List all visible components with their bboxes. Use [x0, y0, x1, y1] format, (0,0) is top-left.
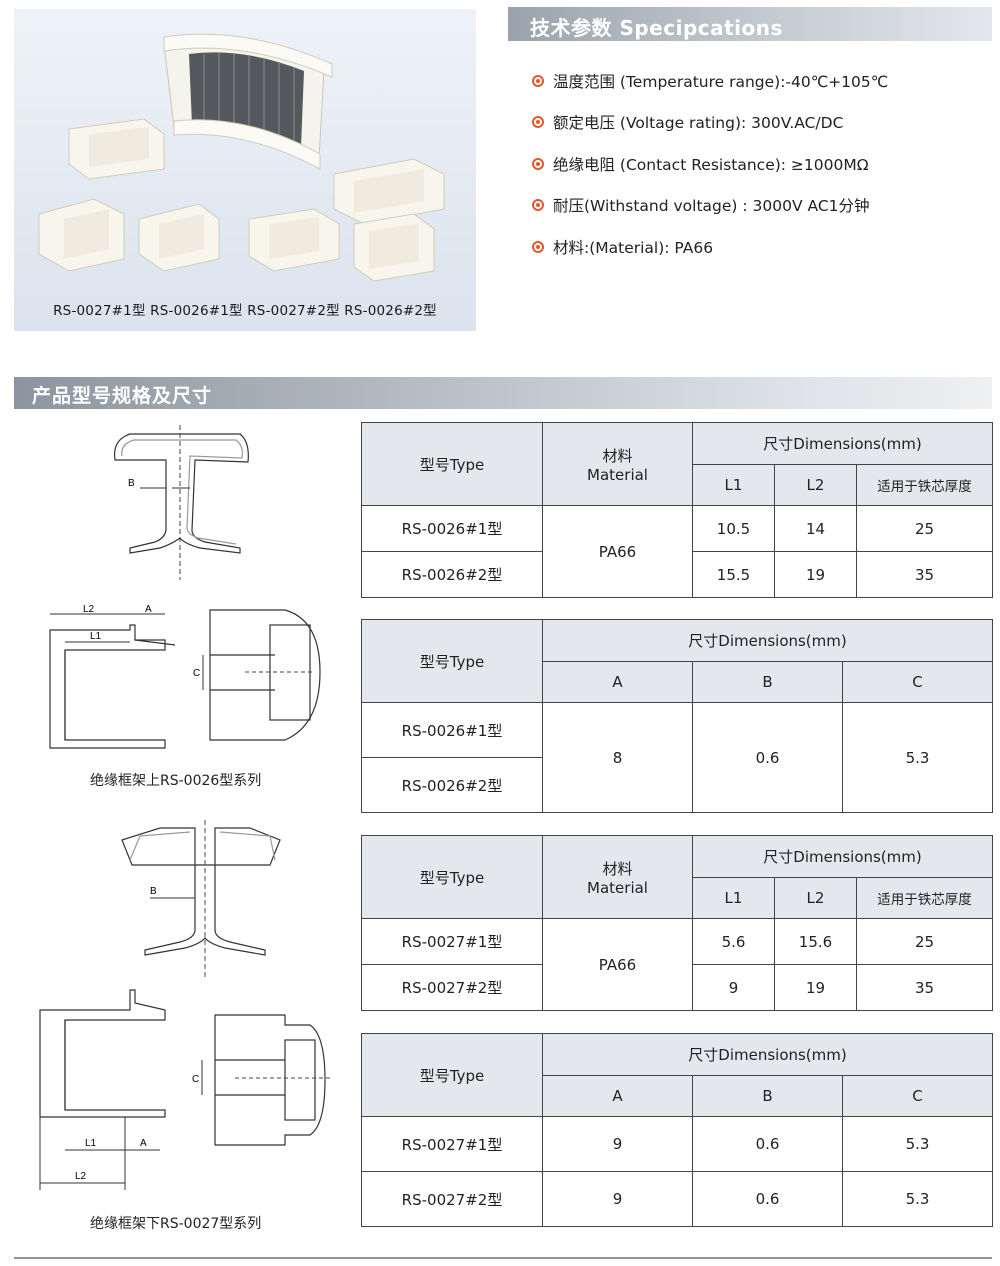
- bobbin-piece: [68, 118, 165, 180]
- table-row: RS-0027#1型 9 0.6 5.3: [361, 1116, 994, 1172]
- header-b: B: [692, 1075, 843, 1117]
- dim-label-b: B: [128, 478, 135, 489]
- bobbin-piece: [38, 198, 125, 272]
- section-header: 产品型号规格及尺寸: [14, 377, 992, 409]
- header-type: 型号Type: [361, 1033, 543, 1117]
- bobbin-piece: [333, 158, 445, 225]
- header-core-thickness: 适用于铁芯厚度: [855, 877, 994, 919]
- header-dimensions: 尺寸Dimensions(mm): [541, 1033, 994, 1076]
- table-0027-dimensions: 型号Type 材料 Material 尺寸Dimensions(mm) L1 L…: [361, 835, 994, 1011]
- bobbin-illustration: [38, 33, 445, 282]
- header-material: 材料 Material: [542, 422, 693, 506]
- header-material: 材料 Material: [542, 835, 693, 919]
- dim-label-l1: L1: [85, 1138, 97, 1149]
- spec-item-temperature: 温度范围 (Temperature range):-40℃+105℃: [532, 60, 992, 102]
- specifications-header: 技术参数 Specipcations: [508, 7, 992, 41]
- dim-label-l2: L2: [75, 1171, 87, 1182]
- section-title: 产品型号规格及尺寸: [32, 385, 213, 407]
- table-0027-abc: 型号Type 尺寸Dimensions(mm) A B C RS-0027#1型…: [361, 1033, 994, 1227]
- drawing-0027-profile: B: [110, 820, 290, 980]
- header-dimensions: 尺寸Dimensions(mm): [691, 835, 994, 878]
- table-row: RS-0027#2型 9 19 35: [361, 964, 994, 1011]
- bullet-icon: [532, 157, 544, 170]
- header-l2: L2: [774, 464, 857, 506]
- drawing-caption-0027: 绝缘框架下RS-0027型系列: [90, 1216, 262, 1232]
- header-core-thickness: 适用于铁芯厚度: [855, 464, 994, 506]
- header-dimensions: 尺寸Dimensions(mm): [541, 619, 994, 662]
- drawing-0026-profile: B: [100, 420, 260, 585]
- header-type: 型号Type: [361, 619, 543, 703]
- dim-label-c: C: [193, 668, 200, 679]
- bullet-icon: [532, 240, 544, 253]
- drawing-0027-side: L1 A L2: [35, 985, 205, 1195]
- header-l2: L2: [774, 877, 857, 919]
- bullet-icon: [532, 74, 544, 87]
- dim-label-c: C: [192, 1074, 199, 1085]
- header-l1: L1: [692, 464, 775, 506]
- header-a: A: [542, 661, 693, 703]
- assembled-bobbin-ring: [163, 33, 333, 170]
- table-row: RS-0027#2型 9 0.6 5.3: [361, 1171, 994, 1227]
- photo-caption: RS-0027#1型 RS-0026#1型 RS-0027#2型 RS-0026…: [53, 303, 437, 319]
- header-a: A: [542, 1075, 693, 1117]
- dim-label-a: A: [145, 604, 152, 615]
- footer-divider: [14, 1257, 992, 1259]
- table-row: RS-0026#2型 15.5 19 35: [361, 551, 994, 598]
- table-row: RS-0027#1型 PA66 5.6 15.6 25: [361, 918, 994, 1011]
- header-c: C: [841, 661, 994, 703]
- drawing-0026-front: C: [185, 600, 345, 750]
- table-row: RS-0026#1型 8 0.6 5.3: [361, 702, 994, 813]
- header-type: 型号Type: [361, 835, 543, 919]
- dim-label-l1: L1: [90, 631, 102, 642]
- bullet-icon: [532, 116, 544, 129]
- material-cell: PA66: [542, 505, 693, 598]
- bobbin-piece: [138, 203, 220, 272]
- table-0026-dimensions: 型号Type 材料 Material 尺寸Dimensions(mm) L1 L…: [361, 422, 994, 598]
- drawing-caption-0026: 绝缘框架上RS-0026型系列: [90, 773, 262, 789]
- dim-label-l2: L2: [83, 604, 95, 615]
- header-l1: L1: [692, 877, 775, 919]
- header-b: B: [692, 661, 843, 703]
- header-c: C: [841, 1075, 994, 1117]
- spec-item-voltage: 额定电压 (Voltage rating): 300V.AC/DC: [532, 102, 992, 144]
- header-dimensions: 尺寸Dimensions(mm): [691, 422, 994, 465]
- bullet-icon: [532, 199, 544, 212]
- material-cell: PA66: [542, 918, 693, 1011]
- product-photo: RS-0027#1型 RS-0026#1型 RS-0027#2型 RS-0026…: [14, 9, 476, 331]
- drawing-0027-front: C: [190, 1010, 340, 1155]
- drawing-0026-side: L2 A L1: [35, 600, 195, 750]
- spec-item-resistance: 绝缘电阻 (Contact Resistance): ≥1000MΩ: [532, 143, 992, 185]
- spec-item-withstand: 耐压(Withstand voltage) : 3000V AC1分钟: [532, 185, 992, 227]
- table-row: RS-0026#1型 PA66 10.5 14 25: [361, 505, 994, 598]
- dim-label-b: B: [150, 886, 157, 897]
- spec-item-material: 材料:(Material): PA66: [532, 226, 992, 268]
- bobbin-piece: [353, 213, 435, 282]
- table-0026-abc: 型号Type 尺寸Dimensions(mm) A B C RS-0026#1型…: [361, 619, 994, 813]
- bobbin-piece: [248, 208, 340, 272]
- specifications-list: 温度范围 (Temperature range):-40℃+105℃ 额定电压 …: [532, 60, 992, 268]
- dim-label-a: A: [140, 1138, 147, 1149]
- table-row: RS-0026#2型: [361, 757, 993, 813]
- header-type: 型号Type: [361, 422, 543, 506]
- specifications-title: 技术参数 Specipcations: [530, 16, 783, 40]
